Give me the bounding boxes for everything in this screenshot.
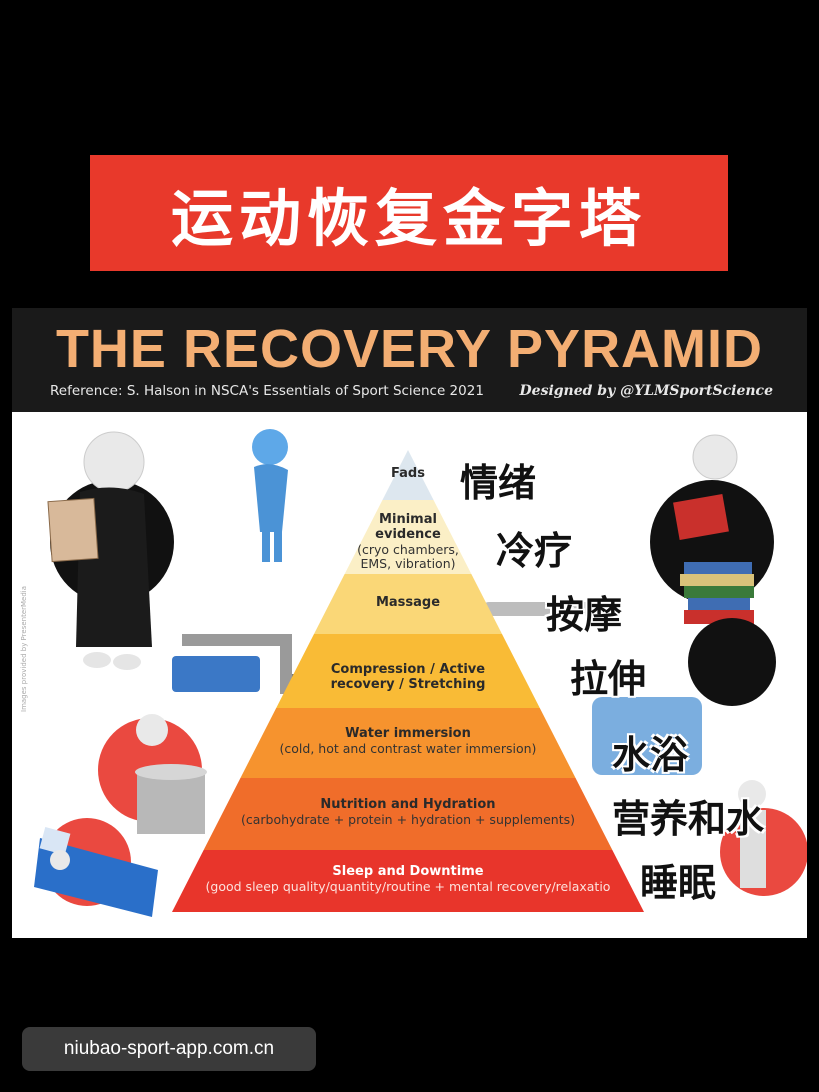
tier-label: Compression / Active recovery / Stretchi… [330,662,486,692]
pyramid-tier-7 [172,850,644,912]
pyramid-tier-6 [203,778,613,850]
tier-chinese-label-1: 情绪 [460,461,537,505]
pyramid-tier-4 [276,634,540,708]
tier-chinese-label-7: 睡眠 [640,861,717,905]
chinese-title: 运动恢复金字塔 [170,182,647,255]
tier-text-2: Minimal evidence(cryo chambers, EMS, vib… [348,512,468,572]
tier-label: Minimal evidence [375,512,441,542]
tier-sublabel: (cryo chambers, EMS, vibration) [357,541,459,572]
infographic-header: THE RECOVERY PYRAMID Reference: S. Halso… [12,308,807,412]
tier-label: Fads [391,466,425,481]
tier-chinese-label-3: 按摩 [546,593,623,637]
tier-label: Sleep and Downtime [332,864,484,879]
tier-text-5: Water immersion(cold, hot and contrast w… [245,726,570,756]
blue-figure-icon [252,429,288,562]
tier-text-6: Nutrition and Hydration(carbohydrate + p… [209,797,608,827]
watermark-text: niubao-sport-app.com.cn [63,1038,275,1059]
tier-text-4: Compression / Active recovery / Stretchi… [281,662,535,693]
tier-sublabel: (carbohydrate + protein + hydration + su… [240,811,575,827]
tier-sublabel: (cold, hot and contrast water immersion) [279,740,537,756]
tier-text-3: Massage [319,595,497,611]
pyramid-tier-2 [344,500,472,574]
watermark-badge: niubao-sport-app.com.cn [22,1027,316,1071]
pyramid-title: THE RECOVERY PYRAMID [55,319,764,379]
pyramid-tier-1 [382,450,434,500]
image-credit: Images provided by PresenterMedia [20,585,28,712]
reading-figure-icon [673,434,754,624]
chef-pot-icon [98,714,207,834]
designed-by-text: Designed by @YLMSportScience [519,383,773,399]
sitting-figure-icon [720,780,807,896]
pyramid-tier-5 [240,708,576,778]
figure-with-document-icon [47,431,152,670]
chinese-title-banner: 运动恢复金字塔 [90,155,728,271]
tier-label: Water immersion [345,726,471,741]
tier-label: Massage [375,595,441,610]
tier-label: Nutrition and Hydration [320,797,496,812]
tier-chinese-label-6: 营养和水 [612,797,765,841]
tier-text-7: Sleep and Downtime(good sleep quality/qu… [177,864,639,894]
tier-text-1: Fads [348,466,468,482]
pyramid-tier-3 [314,574,502,634]
bed-icon [34,818,158,917]
tier-sublabel: (good sleep quality/quantity/routine + m… [205,879,611,894]
tier-chinese-label-4: 拉伸 [570,657,647,701]
infographic-body: Images provided by PresenterMedia Fads 情绪… [12,412,807,938]
tier-chinese-label-2: 冷疗 [496,529,573,573]
pyramid-illustration [34,429,807,917]
tier-chinese-label-5: 水浴 [612,733,689,777]
reference-text: Reference: S. Halson in NSCA's Essential… [50,383,484,399]
bathtub-icon [482,602,776,775]
